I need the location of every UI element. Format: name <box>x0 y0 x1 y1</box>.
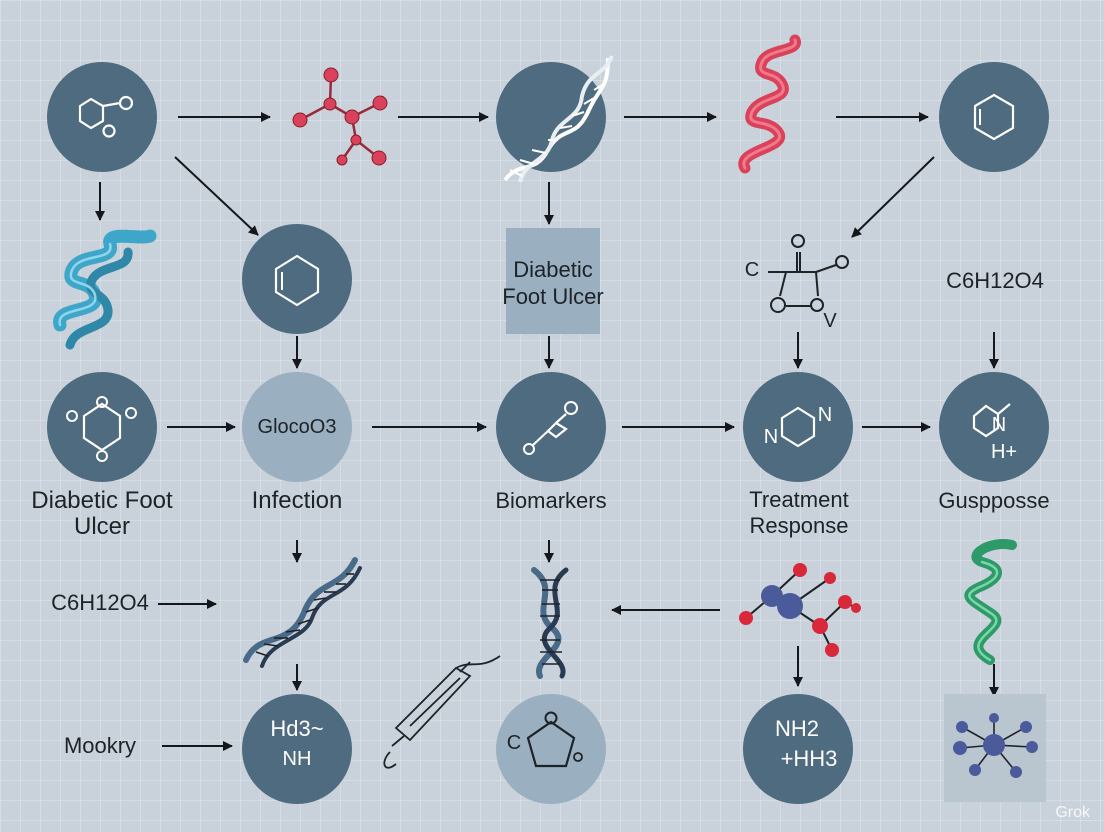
node-dna-top-center <box>496 62 606 172</box>
infection-label: Infection <box>251 487 343 514</box>
instrument-sketch <box>383 655 501 769</box>
ball-stick-molecule-red <box>292 67 388 166</box>
hh3-label: +HH3 <box>780 746 838 771</box>
grok-watermark: Grok <box>1055 804 1090 821</box>
node-guspposse <box>939 372 1049 482</box>
node-cyclopentane <box>496 694 606 804</box>
treatment-n-bottom-label: N <box>763 426 779 448</box>
formula-left-label: C6H12O4 <box>51 590 149 615</box>
node-glucose <box>242 372 352 482</box>
node-treatment-response <box>743 372 853 482</box>
treatment-n-top-label: N <box>817 404 833 426</box>
protein-helix-green <box>964 539 1017 665</box>
lactone-v-label: V <box>823 310 837 332</box>
arrows <box>95 112 999 751</box>
arrow <box>851 156 935 238</box>
biomarkers-label: Biomarkers <box>495 488 607 513</box>
diabetic-foot-ulcer-box <box>506 228 600 334</box>
treatment-response-label: Treatment Response <box>749 487 849 538</box>
nh2-label: NH2 <box>774 716 819 741</box>
nh-small-label: NH <box>282 748 312 770</box>
molecular-network-box <box>944 694 1046 802</box>
mookry-label: Mookry <box>63 733 137 758</box>
protein-helix-teal <box>53 229 157 350</box>
h-plus-label: H+ <box>990 441 1018 463</box>
dna-helix-blue-left <box>243 557 362 668</box>
ball-stick-molecule-mixed <box>739 563 861 657</box>
hd3-label: Hd3~ <box>270 716 324 741</box>
guspposse-label: Guspposse <box>938 488 1050 513</box>
dna-helix-blue-center <box>531 567 569 679</box>
lactone-structure <box>768 234 849 313</box>
formula-right-label: C6H12O4 <box>946 268 1044 293</box>
node-biomarkers <box>496 372 606 482</box>
node-hexagon-infection-top <box>242 224 352 334</box>
diabetic-foot-ulcer-label: Diabetic Foot Ulcer <box>31 487 173 540</box>
dna-helix-white <box>503 55 614 183</box>
node-nh2 <box>743 694 853 804</box>
node-hexagon-top-left <box>47 62 157 172</box>
arrow <box>174 156 259 236</box>
diabetic-foot-ulcer-box-label: Diabetic Foot Ulcer <box>502 257 604 309</box>
node-ring-diabetic-left <box>47 372 157 482</box>
lactone-c-label: C <box>744 259 760 281</box>
protein-helix-red <box>738 34 801 174</box>
node-hd3 <box>242 694 352 804</box>
glucose-label: GlocoO3 <box>257 416 337 438</box>
cyclopentane-c-label: C <box>506 732 522 754</box>
node-hexagon-top-right <box>939 62 1049 172</box>
guspposse-n-label: N <box>991 414 1007 436</box>
